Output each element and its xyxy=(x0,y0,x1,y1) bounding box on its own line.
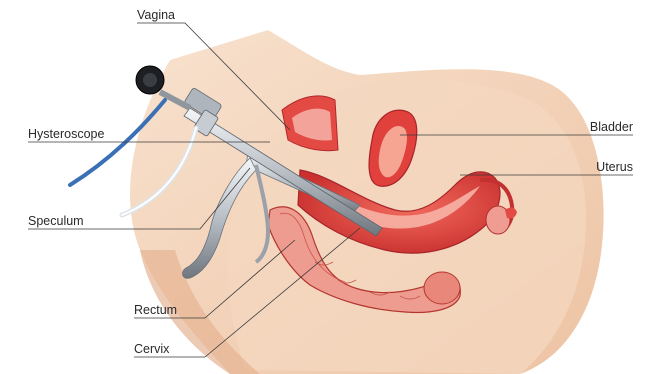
label-speculum: Speculum xyxy=(28,214,84,228)
label-rectum: Rectum xyxy=(134,303,177,317)
label-vagina: Vagina xyxy=(137,8,175,22)
label-hysteroscope: Hysteroscope xyxy=(28,127,104,141)
label-bladder: Bladder xyxy=(590,120,633,134)
label-cervix: Cervix xyxy=(134,342,170,356)
label-uterus: Uterus xyxy=(596,160,633,174)
